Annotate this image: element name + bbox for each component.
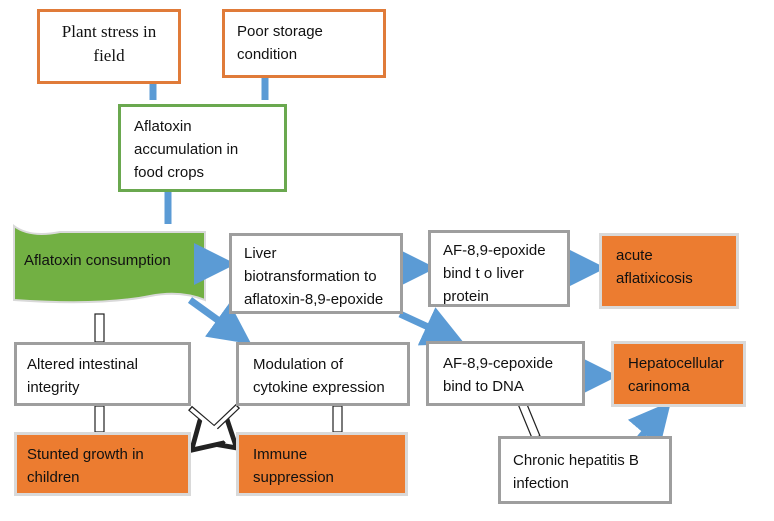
node-consumption-label: Aflatoxin consumption bbox=[24, 252, 171, 269]
arrow-hepatitis-to-hepatocellular bbox=[627, 401, 672, 447]
node-intestinal: Altered intestinal integrity bbox=[14, 342, 191, 406]
node-poor-storage: Poor storage condition bbox=[222, 9, 386, 78]
node-cytokine-label: Modulation of cytokine expression bbox=[253, 356, 385, 396]
node-plant-stress: Plant stress in field bbox=[37, 9, 181, 84]
consumption-shape bbox=[13, 224, 206, 304]
node-accumulation-label: Aflatoxin accumulation in food crops bbox=[134, 118, 239, 181]
hollow-cross-inner bbox=[189, 405, 239, 445]
node-hepatocellular: Hepatocellular carinoma bbox=[611, 341, 746, 407]
connector-dna-to-hepatitis bbox=[517, 401, 541, 439]
connector-cytokine-to-immune bbox=[332, 405, 343, 433]
node-plant-stress-label: Plant stress in field bbox=[61, 22, 157, 65]
node-cepoxide-dna-label: AF-8,9-cepoxide bind to DNA bbox=[443, 355, 554, 395]
node-hepatitis: Chronic hepatitis B infection bbox=[498, 436, 672, 504]
arrow-consumption-to-cytokine bbox=[187, 297, 252, 345]
node-acute-label: acute aflatixicosis bbox=[616, 247, 693, 287]
arrow-liver-to-dna bbox=[398, 307, 465, 346]
connector-consumption-to-intestinal bbox=[94, 313, 105, 343]
node-epoxide-protein: AF-8,9-epoxide bind t o liver protein bbox=[428, 230, 570, 307]
node-intestinal-label: Altered intestinal integrity bbox=[27, 356, 138, 396]
node-cytokine: Modulation of cytokine expression bbox=[236, 342, 410, 406]
node-stunted: Stunted growth in children bbox=[14, 432, 191, 496]
blue-arrows bbox=[149, 78, 672, 447]
node-stunted-label: Stunted growth in children bbox=[27, 446, 144, 486]
node-liver-bio: Liver biotransformation to aflatoxin-8,9… bbox=[229, 233, 403, 314]
node-cepoxide-dna: AF-8,9-cepoxide bind to DNA bbox=[426, 341, 585, 406]
node-liver-bio-label: Liver biotransformation to aflatoxin-8,9… bbox=[244, 245, 384, 308]
node-immune: Immune suppression bbox=[236, 432, 408, 496]
node-poor-storage-label: Poor storage condition bbox=[237, 23, 323, 63]
connector-intestinal-to-stunted bbox=[94, 405, 105, 433]
node-acute: acute aflatixicosis bbox=[599, 233, 739, 309]
node-hepatitis-label: Chronic hepatitis B infection bbox=[513, 452, 639, 492]
node-hepatocellular-label: Hepatocellular carinoma bbox=[628, 355, 724, 395]
node-accumulation: Aflatoxin accumulation in food crops bbox=[118, 104, 287, 192]
node-immune-label: Immune suppression bbox=[253, 446, 334, 486]
node-epoxide-protein-label: AF-8,9-epoxide bind t o liver protein bbox=[443, 242, 546, 305]
